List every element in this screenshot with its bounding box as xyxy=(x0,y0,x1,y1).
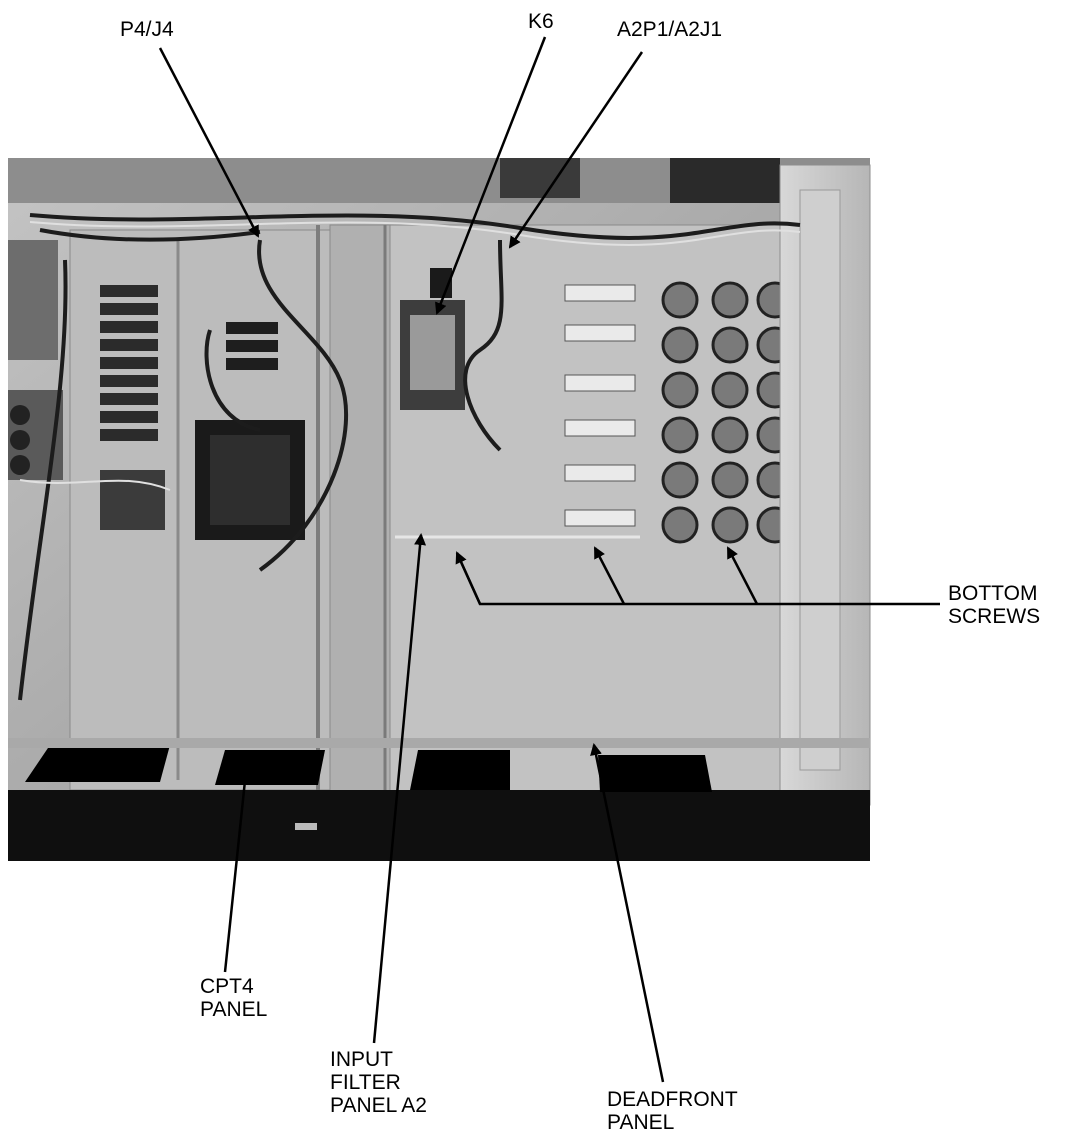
label-k6: K6 xyxy=(528,10,554,33)
callout-line-a2p1a2j1 xyxy=(508,51,644,249)
callout-line-deadfront xyxy=(590,743,665,1083)
callout-line-input-filter xyxy=(372,533,427,1044)
label-p4j4: P4/J4 xyxy=(120,18,174,41)
label-input-filter-panel: INPUT FILTER PANEL A2 xyxy=(330,1048,427,1117)
callout-line-cpt4 xyxy=(223,750,253,973)
callout-line-k6 xyxy=(435,36,547,315)
equipment-photo xyxy=(8,158,871,861)
label-a2p1a2j1: A2P1/A2J1 xyxy=(617,18,723,41)
label-bottom-screws: BOTTOM SCREWS xyxy=(948,582,1041,628)
callout-line-p4j4 xyxy=(158,47,260,238)
label-deadfront-panel: DEADFRONT PANEL xyxy=(607,1088,738,1134)
label-cpt4-panel: CPT4 PANEL xyxy=(200,975,268,1021)
callout-lines xyxy=(158,36,940,1083)
